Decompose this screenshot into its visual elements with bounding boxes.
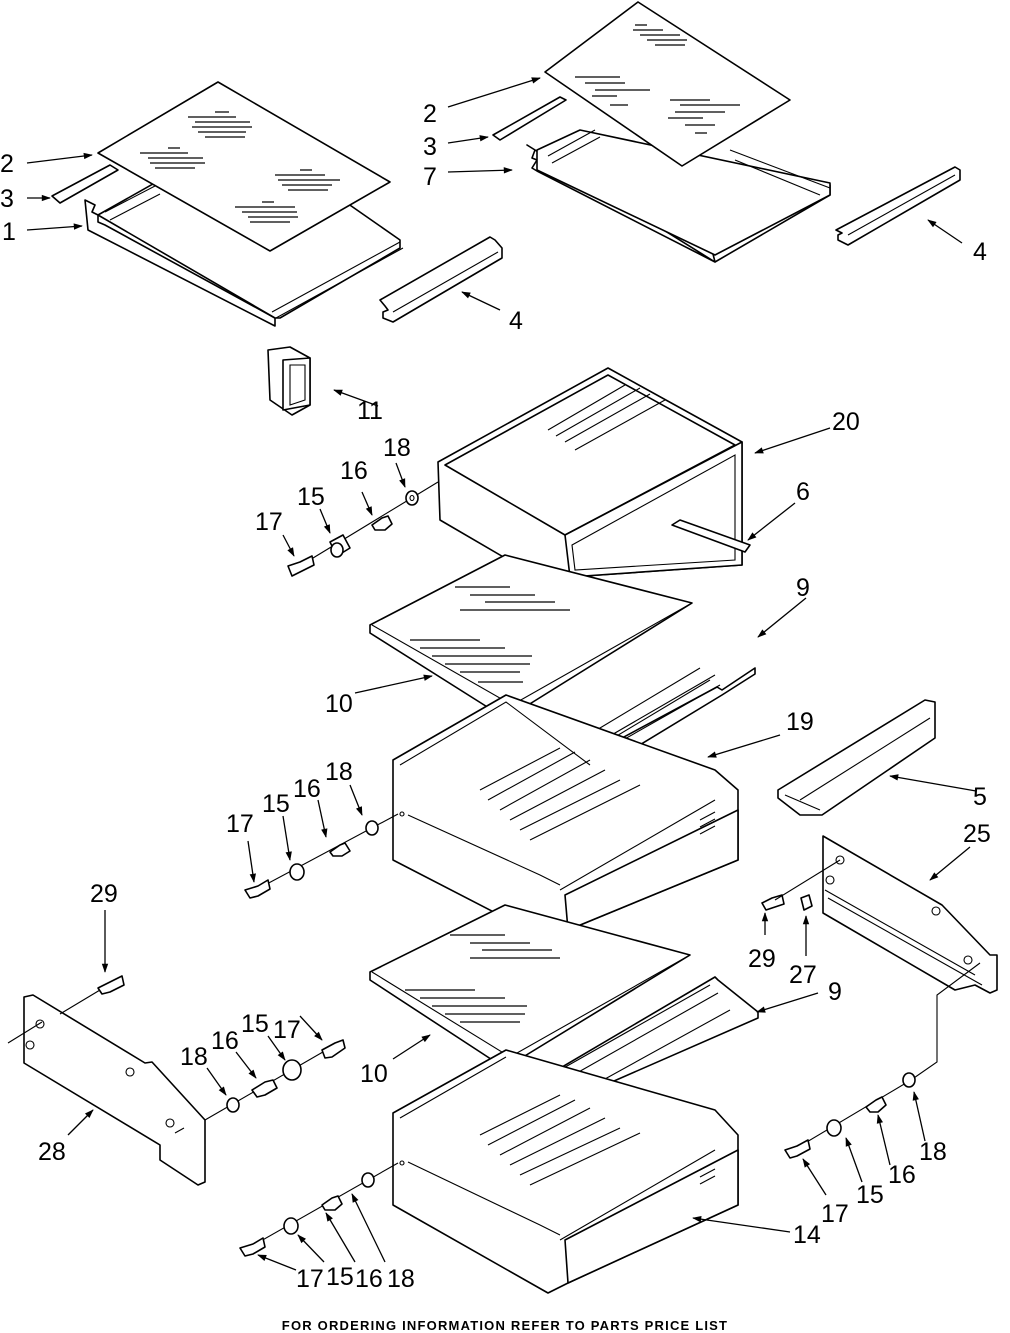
- callout-3: 3: [423, 133, 437, 161]
- callout-19: 19: [786, 708, 814, 736]
- callout-16: 16: [888, 1161, 916, 1189]
- callout-16: 16: [340, 457, 368, 485]
- callout-9: 9: [828, 978, 842, 1006]
- callout-27: 27: [789, 961, 817, 989]
- callout-5: 5: [973, 783, 987, 811]
- callout-28: 28: [38, 1138, 66, 1166]
- callout-29: 29: [748, 945, 776, 973]
- callout-11: 11: [357, 397, 383, 425]
- ordering-info-footer: FOR ORDERING INFORMATION REFER TO PARTS …: [0, 1318, 1010, 1333]
- shelf-rail-right: [836, 167, 960, 245]
- callout-17: 17: [296, 1265, 324, 1293]
- callout-18: 18: [325, 758, 353, 786]
- callout-18: 18: [383, 434, 411, 462]
- air-duct: [268, 347, 310, 415]
- callout-16: 16: [211, 1027, 239, 1055]
- callout-16: 16: [293, 775, 321, 803]
- right-side-support: [762, 836, 997, 1080]
- callout-18: 18: [919, 1138, 947, 1166]
- callout-18: 18: [387, 1265, 415, 1293]
- callout-7: 7: [423, 163, 437, 191]
- hardware-set-e: [785, 1073, 915, 1158]
- hardware-set-b: [245, 814, 398, 898]
- callout-1: 1: [2, 218, 16, 246]
- callout-2: 2: [423, 100, 437, 128]
- callout-15: 15: [262, 790, 290, 818]
- callout-17: 17: [255, 508, 283, 536]
- callout-25: 25: [963, 820, 991, 848]
- callout-15: 15: [856, 1181, 884, 1209]
- callout-15: 15: [297, 483, 325, 511]
- top-pan: [438, 368, 750, 590]
- callout-3: 3: [0, 185, 14, 213]
- callout-15: 15: [241, 1010, 269, 1038]
- callout-16: 16: [355, 1265, 383, 1293]
- shelf-trim-left: [52, 165, 118, 203]
- callout-29: 29: [90, 880, 118, 908]
- hardware-set-c: [240, 1163, 398, 1256]
- callout-6: 6: [796, 478, 810, 506]
- callout-9: 9: [796, 574, 810, 602]
- callout-10: 10: [360, 1060, 388, 1088]
- callout-20: 20: [832, 408, 860, 436]
- callout-17: 17: [821, 1200, 849, 1228]
- callout-10: 10: [325, 690, 353, 718]
- right-shelf-assembly: [493, 2, 960, 262]
- upper-crisper-drawer: [393, 695, 738, 940]
- shelf-trim-right: [493, 97, 566, 140]
- callout-15: 15: [326, 1263, 354, 1291]
- callout-4: 4: [973, 238, 987, 266]
- callout-18: 18: [180, 1043, 208, 1071]
- lower-crisper-drawer: [393, 1050, 738, 1293]
- callout-4: 4: [509, 307, 523, 335]
- callout-2: 2: [0, 150, 14, 178]
- callout-17: 17: [226, 810, 254, 838]
- callout-14: 14: [793, 1221, 821, 1249]
- callout-17: 17: [273, 1016, 301, 1044]
